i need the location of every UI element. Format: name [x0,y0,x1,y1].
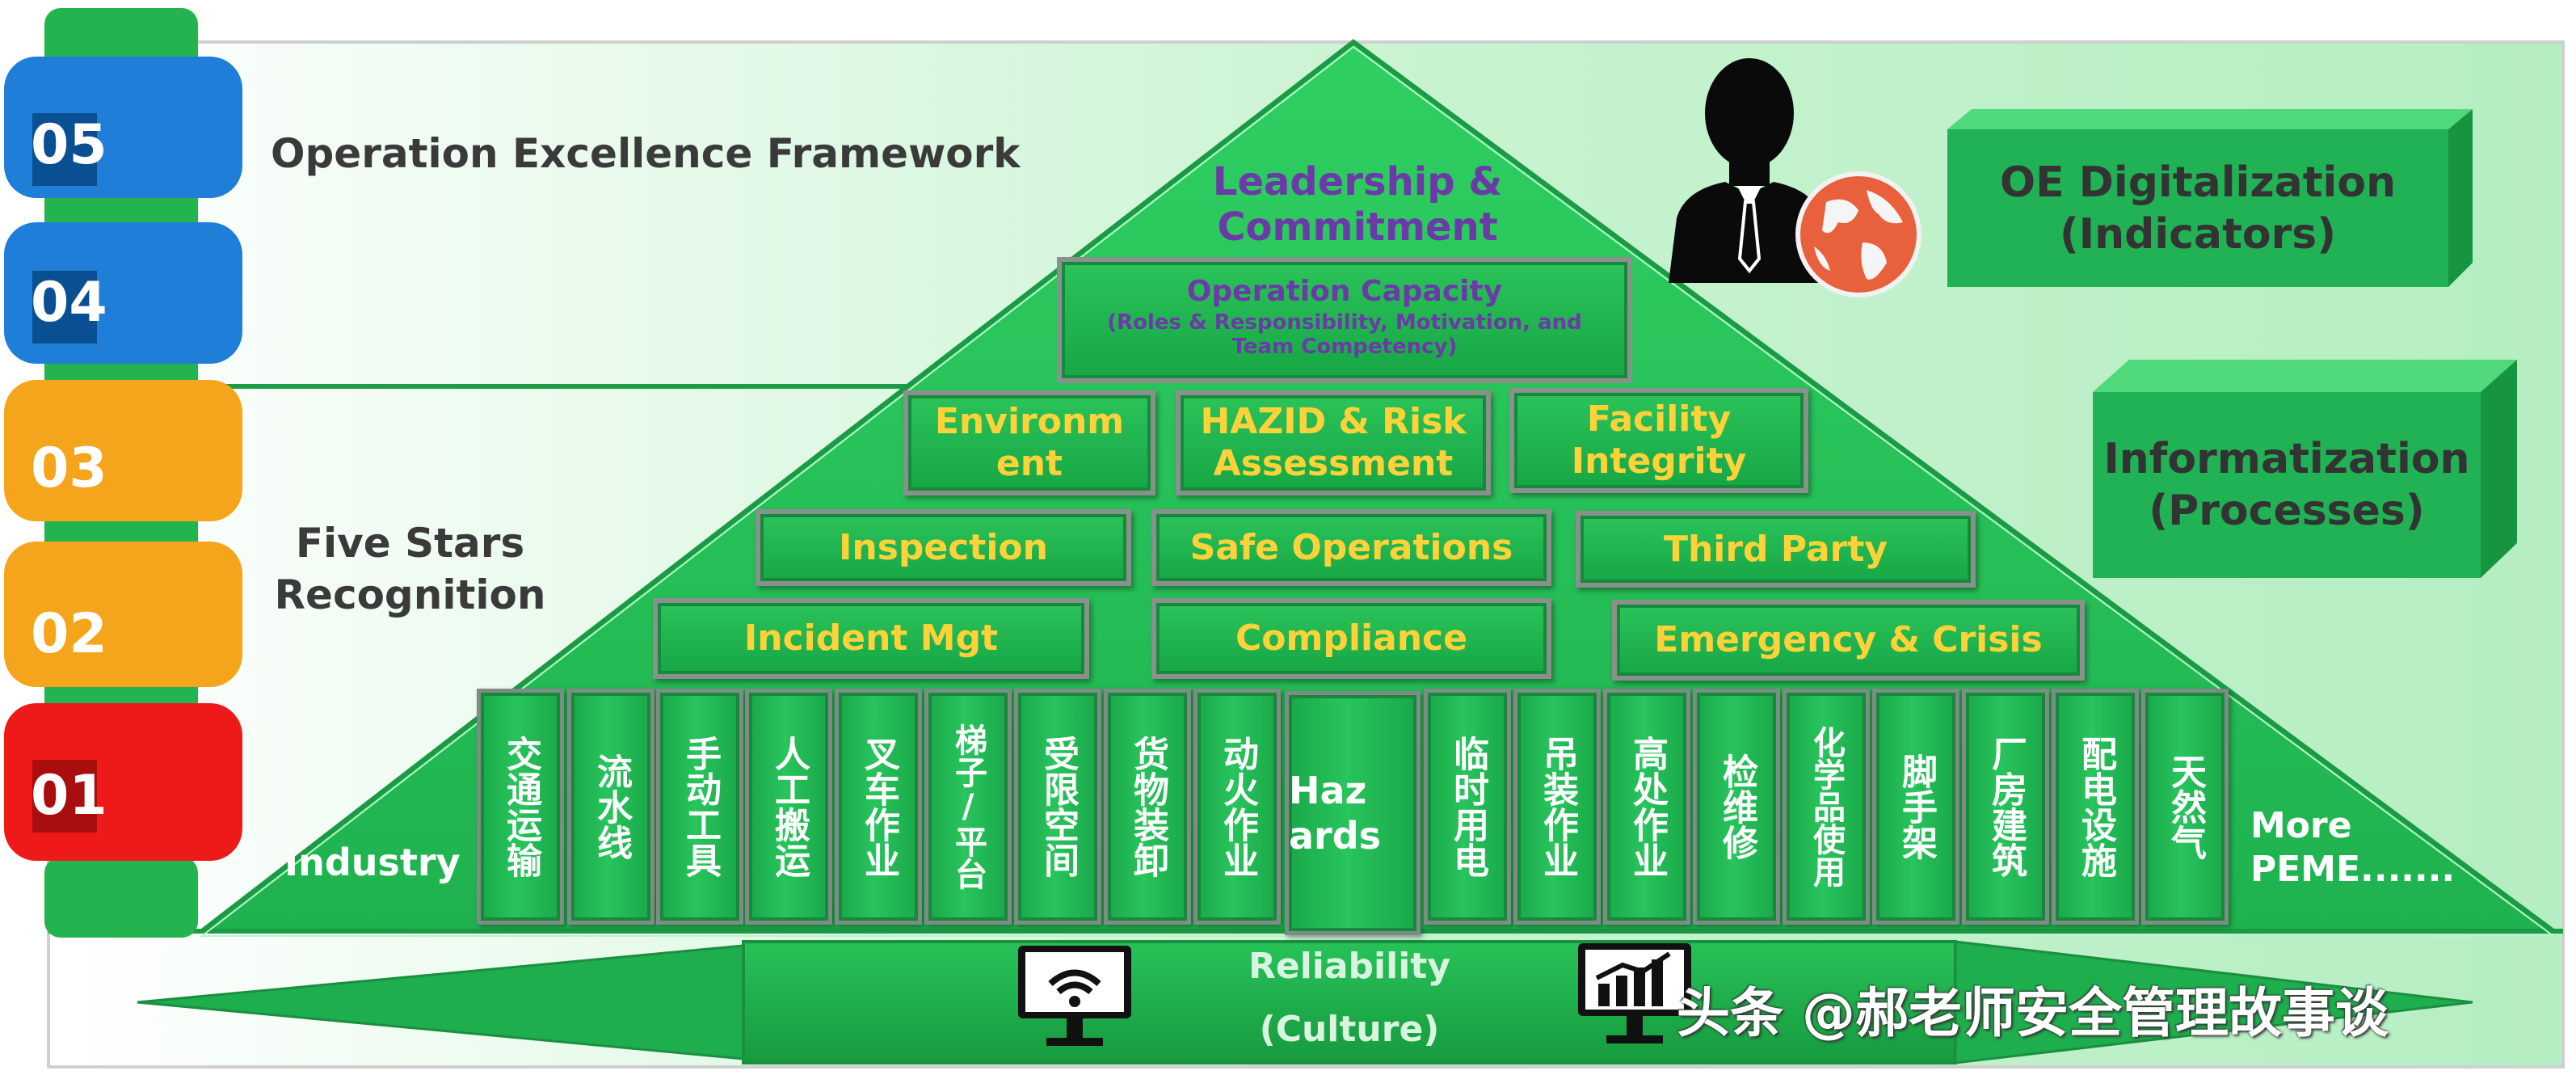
informatization-label: Informatization (Processes) [2093,392,2481,578]
pillar-right-8: 配电设施 [2052,689,2139,925]
apex-leadership: Leadership & Commitment [1212,158,1503,250]
level-03 [4,380,242,521]
pillar-left-1: 交通运输 [477,689,564,925]
pillar-right-5: 化学品使用 [1783,689,1870,925]
program-incident-mgt: Incident Mgt [653,598,1089,679]
hazards-center-pillar: Haz ards [1285,691,1421,935]
level-02 [4,542,242,687]
level-05 [4,57,242,198]
program-third-party: Third Party [1576,511,1976,588]
pillar-right-6: 脚手架 [1872,689,1959,925]
pillar-right-1: 临时用电 [1424,689,1511,925]
program-environment: Environm ent [903,390,1155,495]
pillar-left-9: 动火作业 [1193,689,1281,925]
pillar-left-8: 货物装卸 [1104,689,1191,925]
level-05-label: 05 [31,113,107,177]
pillar-right-3: 高处作业 [1603,689,1690,925]
pillar-left-7: 受限空间 [1014,689,1101,925]
operation-capacity-box: Operation Capacity (Roles & Responsibili… [1057,257,1632,383]
person-icon [1669,58,1830,283]
chart-monitor-icon [1578,943,1691,1043]
pillar-right-7: 厂房建筑 [1962,689,2049,925]
operation-capacity-subtitle: (Roles & Responsibility, Motivation, and… [1107,310,1582,359]
reliability-label: Reliability [1248,946,1451,987]
pillar-right-9: 天然气 [2141,689,2229,925]
stack-connector-bottom [44,857,198,938]
program-emergency-crisis: Emergency & Crisis [1612,600,2085,681]
level-04-label: 04 [31,271,107,335]
program-compliance: Compliance [1151,598,1551,679]
level-01-label: 01 [31,764,107,828]
program-hazid-risk: HAZID & Risk Assessment [1176,390,1491,495]
pillar-right-2: 吊装作业 [1513,689,1601,925]
reliability-culture: Reliability (Culture) [1172,938,1527,1059]
culture-label: (Culture) [1259,1009,1440,1050]
globe-icon [1795,171,1921,297]
level-02-label: 02 [31,602,107,666]
framework-title: Operation Excellence Framework [271,130,1021,177]
program-safe-operations: Safe Operations [1151,509,1551,586]
stack-connector [44,194,198,226]
program-inspection: Inspection [756,509,1131,586]
operation-capacity-title: Operation Capacity [1186,275,1503,308]
pillar-left-4: 人工搬运 [745,689,832,925]
oe-digitalization-label: OE Digitalization (Indicators) [1947,129,2448,287]
pillar-right-4: 检维修 [1693,689,1780,925]
more-peme-label: More PEME....... [2250,805,2456,890]
level-stack [4,8,242,938]
wifi-monitor-icon [1018,946,1131,1046]
pillar-left-3: 手动工具 [656,689,743,925]
pillar-left-5: 叉车作业 [835,689,922,925]
level-04 [4,222,242,364]
pillar-left-2: 流水线 [567,689,655,925]
level-01 [4,703,242,861]
pillar-left-6: 梯子/平台 [924,689,1012,925]
industry-label: Industry [284,841,461,884]
recognition-label: Five Stars Recognition [274,520,546,618]
level-03-label: 03 [31,436,107,500]
program-facility-integrity: Facility Integrity [1509,388,1808,493]
watermark-text: 头条 @郝老师安全管理故事谈 [1677,982,2389,1044]
